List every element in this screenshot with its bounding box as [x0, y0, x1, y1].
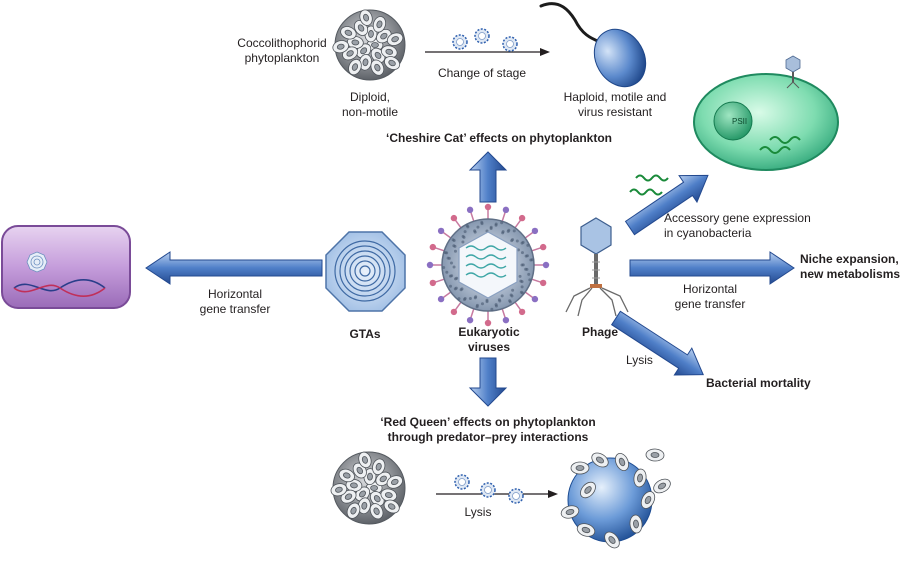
coccolithophorid-label-line1: Coccolithophorid: [237, 36, 327, 50]
arrow-up-cheshire: [468, 151, 508, 203]
right-hgt-label-line1: Horizontal: [682, 282, 738, 296]
accessory-gene-label: Accessory gene expression in cyanobacter…: [664, 211, 811, 241]
haploid-label: Haploid, motile and virus resistant: [545, 90, 685, 120]
virion-icon: [502, 36, 518, 52]
psii-label: PSII: [732, 117, 748, 126]
phage-virion: [565, 217, 629, 317]
eukaryotic-label-line1: Eukaryotic: [458, 325, 520, 339]
phage-label: Phage: [581, 325, 618, 339]
left-hgt-label: Horizontal gene transfer: [175, 287, 295, 317]
eukaryotic-virus: [426, 203, 550, 327]
coccolithophorid-label-line2: phytoplankton: [244, 51, 320, 65]
diploid-label: Diploid, non-motile: [322, 90, 418, 120]
gene-expression-squiggles: [629, 174, 669, 196]
gta-particle: [325, 231, 406, 312]
coccolithophorid-label: Coccolithophorid phytoplankton: [222, 36, 342, 66]
lysis-arrow-bottom: [436, 490, 558, 498]
recipient-bacterium: [1, 225, 131, 309]
left-hgt-label-line2: gene transfer: [199, 302, 271, 316]
niche-expansion-label: Niche expansion, new metabolisms: [800, 252, 900, 282]
accessory-label-line2: in cyanobacteria: [664, 226, 752, 240]
virions-bottom: [454, 474, 524, 504]
arrow-down-right-mortality: [610, 310, 704, 376]
haploid-label-line2: virus resistant: [577, 105, 653, 119]
red-queen-title-line2: through predator–prey interactions: [387, 430, 589, 444]
diploid-label-line1: Diploid,: [349, 90, 391, 104]
niche-label-line1: Niche expansion,: [800, 252, 899, 266]
arrow-left-hgt: [145, 251, 323, 285]
bottom-lysis-label: Lysis: [464, 505, 492, 519]
gtas-label: GTAs: [349, 327, 381, 341]
diploid-label-line2: non-motile: [341, 105, 399, 119]
right-hgt-label: Horizontal gene transfer: [650, 282, 770, 312]
virions-top: [452, 28, 518, 52]
stage-change-arrow: [425, 48, 550, 56]
cyanobacterium-cell: [693, 55, 839, 171]
eukaryotic-viruses-label: Eukaryotic viruses: [430, 325, 548, 355]
red-queen-title: ‘Red Queen’ effects on phytoplankton thr…: [346, 415, 630, 445]
arrow-down-red-queen: [468, 357, 508, 407]
red-queen-title-line1: ‘Red Queen’ effects on phytoplankton: [380, 415, 596, 429]
virion-icon: [452, 34, 468, 50]
arrow-up-right-cyano: [624, 174, 709, 236]
cheshire-cat-title: ‘Cheshire Cat’ effects on phytoplankton: [385, 131, 613, 145]
bacterial-mortality-label: Bacterial mortality: [706, 376, 811, 390]
phage-lysis-label: Lysis: [626, 353, 653, 367]
coccolithophore-diploid: [332, 9, 406, 81]
haploid-label-line1: Haploid, motile and: [563, 90, 667, 104]
virion-icon: [454, 474, 470, 490]
lysed-cell: [560, 448, 671, 549]
virion-icon: [508, 488, 524, 504]
change-of-stage-label: Change of stage: [437, 66, 527, 80]
niche-label-line2: new metabolisms: [800, 267, 900, 281]
right-hgt-label-line2: gene transfer: [674, 297, 746, 311]
left-hgt-label-line1: Horizontal: [207, 287, 263, 301]
arrow-right-niche: [629, 251, 795, 285]
coccolithophore-bottom: [330, 451, 406, 525]
virion-icon: [474, 28, 490, 44]
eukaryotic-label-line2: viruses: [467, 340, 511, 354]
haploid-motile-cell: [539, 2, 647, 88]
accessory-label-line1: Accessory gene expression: [664, 211, 811, 225]
virion-icon: [480, 482, 496, 498]
